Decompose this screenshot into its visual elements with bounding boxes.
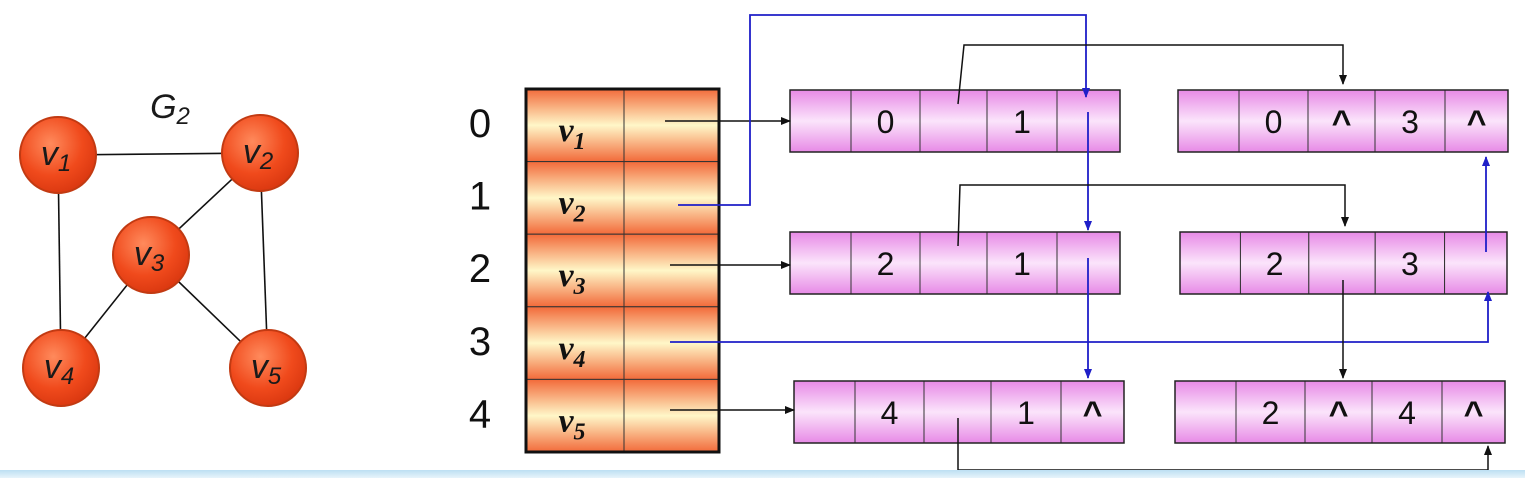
graph-vertex-label-v1: v1 xyxy=(41,135,71,177)
vertex-table-label-4-subscript: 5 xyxy=(574,419,586,445)
vertex-index-0: 0 xyxy=(469,102,491,146)
graph-vertex-v3 xyxy=(112,216,190,294)
edge-node-value-e24-1: 2 xyxy=(1262,395,1280,431)
vertex-table-firstedge-cell-2 xyxy=(623,233,720,308)
vertex-index-2: 2 xyxy=(469,247,491,291)
edge-node-e03 xyxy=(1177,89,1509,153)
vertex-table-firstedge-cell-1 xyxy=(623,161,720,235)
edge-node-e23-cell-0 xyxy=(1179,231,1241,295)
null-pointer-e41-4: ^ xyxy=(1083,395,1103,433)
vertex-table-data-cell-4 xyxy=(525,378,625,453)
graph-vertex-label-v3: v3 xyxy=(134,235,165,277)
graph-vertex-label-v3-subscript: 3 xyxy=(151,250,165,277)
edge-node-e24 xyxy=(1174,380,1506,444)
edge-node-e01-cell-0 xyxy=(789,89,852,153)
graph-vertex-v1 xyxy=(19,116,97,194)
vertex-table-label-0: v1 xyxy=(558,112,585,155)
edge-node-value-e01-3: 1 xyxy=(1013,104,1031,140)
graph-vertex-label-v4-base: v xyxy=(44,348,63,386)
edge-node-e21-cell-3 xyxy=(986,231,1058,295)
graph-title-base: G xyxy=(150,88,176,126)
graph-vertex-label-v1-base: v xyxy=(41,135,60,173)
link-firstedge-v2 xyxy=(678,14,1090,206)
edge-node-e23-cell-1 xyxy=(1239,231,1310,295)
link-firstedge-v4 xyxy=(670,291,1492,343)
vertex-table-firstedge-cell-4 xyxy=(623,378,720,453)
graph-vertex-label-v4: v4 xyxy=(44,348,74,390)
graph-vertex-v2 xyxy=(221,114,299,192)
edge-node-e03-cell-2 xyxy=(1307,89,1376,153)
vertex-index-4: 4 xyxy=(469,392,491,436)
edge-node-e41-cell-4 xyxy=(1060,380,1125,444)
edge-node-value-e41-3: 1 xyxy=(1017,395,1035,431)
graph-title: G2 xyxy=(150,88,190,130)
vertex-table-label-3-subscript: 4 xyxy=(573,347,586,373)
graph-vertex-label-v2: v2 xyxy=(243,133,273,175)
edge-node-e01-cell-2 xyxy=(919,89,988,153)
null-pointer-e24-4: ^ xyxy=(1464,395,1484,433)
edge-node-e21-cell-1 xyxy=(850,231,921,295)
edge-node-value-e23-3: 3 xyxy=(1401,246,1419,282)
vertex-table-label-0-subscript: 1 xyxy=(574,129,586,155)
edge-node-e41-cell-0 xyxy=(793,380,856,444)
vertex-table-label-1: v2 xyxy=(558,185,585,228)
vertex-table-label-0-base: v xyxy=(558,112,574,149)
graph-vertex-label-v1-subscript: 1 xyxy=(58,150,71,177)
null-pointer-e03-2: ^ xyxy=(1332,104,1352,142)
null-pointer-e03-4: ^ xyxy=(1467,104,1487,142)
vertex-table-label-3-base: v xyxy=(558,330,574,367)
edge-node-value-e03-3: 3 xyxy=(1401,104,1419,140)
vertex-table-label-2-base: v xyxy=(558,257,574,294)
graph-vertex-label-v5-subscript: 5 xyxy=(268,363,282,390)
vertex-table-label-4: v5 xyxy=(558,402,585,445)
vertex-index-3: 3 xyxy=(469,320,491,364)
vertex-index-1: 1 xyxy=(469,175,491,219)
link-ilink-e21 xyxy=(957,184,1349,247)
edge-node-value-e21-1: 2 xyxy=(877,246,895,282)
graph-vertex-label-v2-subscript: 2 xyxy=(259,148,273,175)
edge-node-value-e23-1: 2 xyxy=(1266,246,1284,282)
edge-node-e01-cell-1 xyxy=(850,89,921,153)
vertex-table-label-2: v3 xyxy=(558,257,585,300)
edge-node-value-e41-1: 4 xyxy=(881,395,899,431)
edge-node-e24-cell-0 xyxy=(1174,380,1237,444)
vertex-table-data-cell-1 xyxy=(525,161,625,235)
edge-node-e03-cell-4 xyxy=(1444,89,1509,153)
graph-vertex-label-v2-base: v xyxy=(243,133,262,171)
edge-node-e01-cell-3 xyxy=(986,89,1058,153)
edge-node-e24-cell-4 xyxy=(1441,380,1506,444)
edge-node-e24-cell-1 xyxy=(1235,380,1306,444)
edge-node-e03-cell-0 xyxy=(1177,89,1240,153)
vertex-table-firstedge-cell-3 xyxy=(623,306,720,380)
graph-vertex-v5 xyxy=(229,329,307,407)
edge-node-e23-cell-4 xyxy=(1444,231,1508,295)
link-ilink-e01 xyxy=(957,44,1347,105)
vertex-table-firstedge-cell-0 xyxy=(623,88,720,163)
vertex-table-label-2-subscript: 3 xyxy=(573,274,586,300)
vertex-table-label-1-base: v xyxy=(558,185,574,222)
edge-node-e23-cell-2 xyxy=(1308,231,1376,295)
edge-node-e24-cell-3 xyxy=(1371,380,1443,444)
null-pointer-e24-2: ^ xyxy=(1329,395,1349,433)
graph-vertex-v4 xyxy=(22,329,100,407)
edge-node-e21-cell-2 xyxy=(919,231,988,295)
vertex-table-label-1-subscript: 2 xyxy=(573,202,586,228)
edge-node-value-e24-3: 4 xyxy=(1398,395,1416,431)
graph-vertex-label-v4-subscript: 4 xyxy=(61,363,74,390)
bottom-bar xyxy=(0,470,1525,478)
vertex-table-label-4-base: v xyxy=(558,402,574,439)
edge-node-value-e21-3: 1 xyxy=(1013,246,1031,282)
edge-node-e03-cell-1 xyxy=(1238,89,1309,153)
graph-vertex-label-v3-base: v xyxy=(134,235,153,273)
edge-node-value-e03-1: 0 xyxy=(1265,104,1283,140)
edge-node-value-e01-1: 0 xyxy=(877,104,895,140)
graph-vertex-label-v5: v5 xyxy=(251,348,282,390)
graph-vertex-label-v5-base: v xyxy=(251,348,270,386)
vertex-table-border xyxy=(524,87,721,454)
graph-title-subscript: 2 xyxy=(176,103,190,130)
edge-node-e21-cell-0 xyxy=(789,231,852,295)
vertex-table-label-3: v4 xyxy=(558,330,585,373)
